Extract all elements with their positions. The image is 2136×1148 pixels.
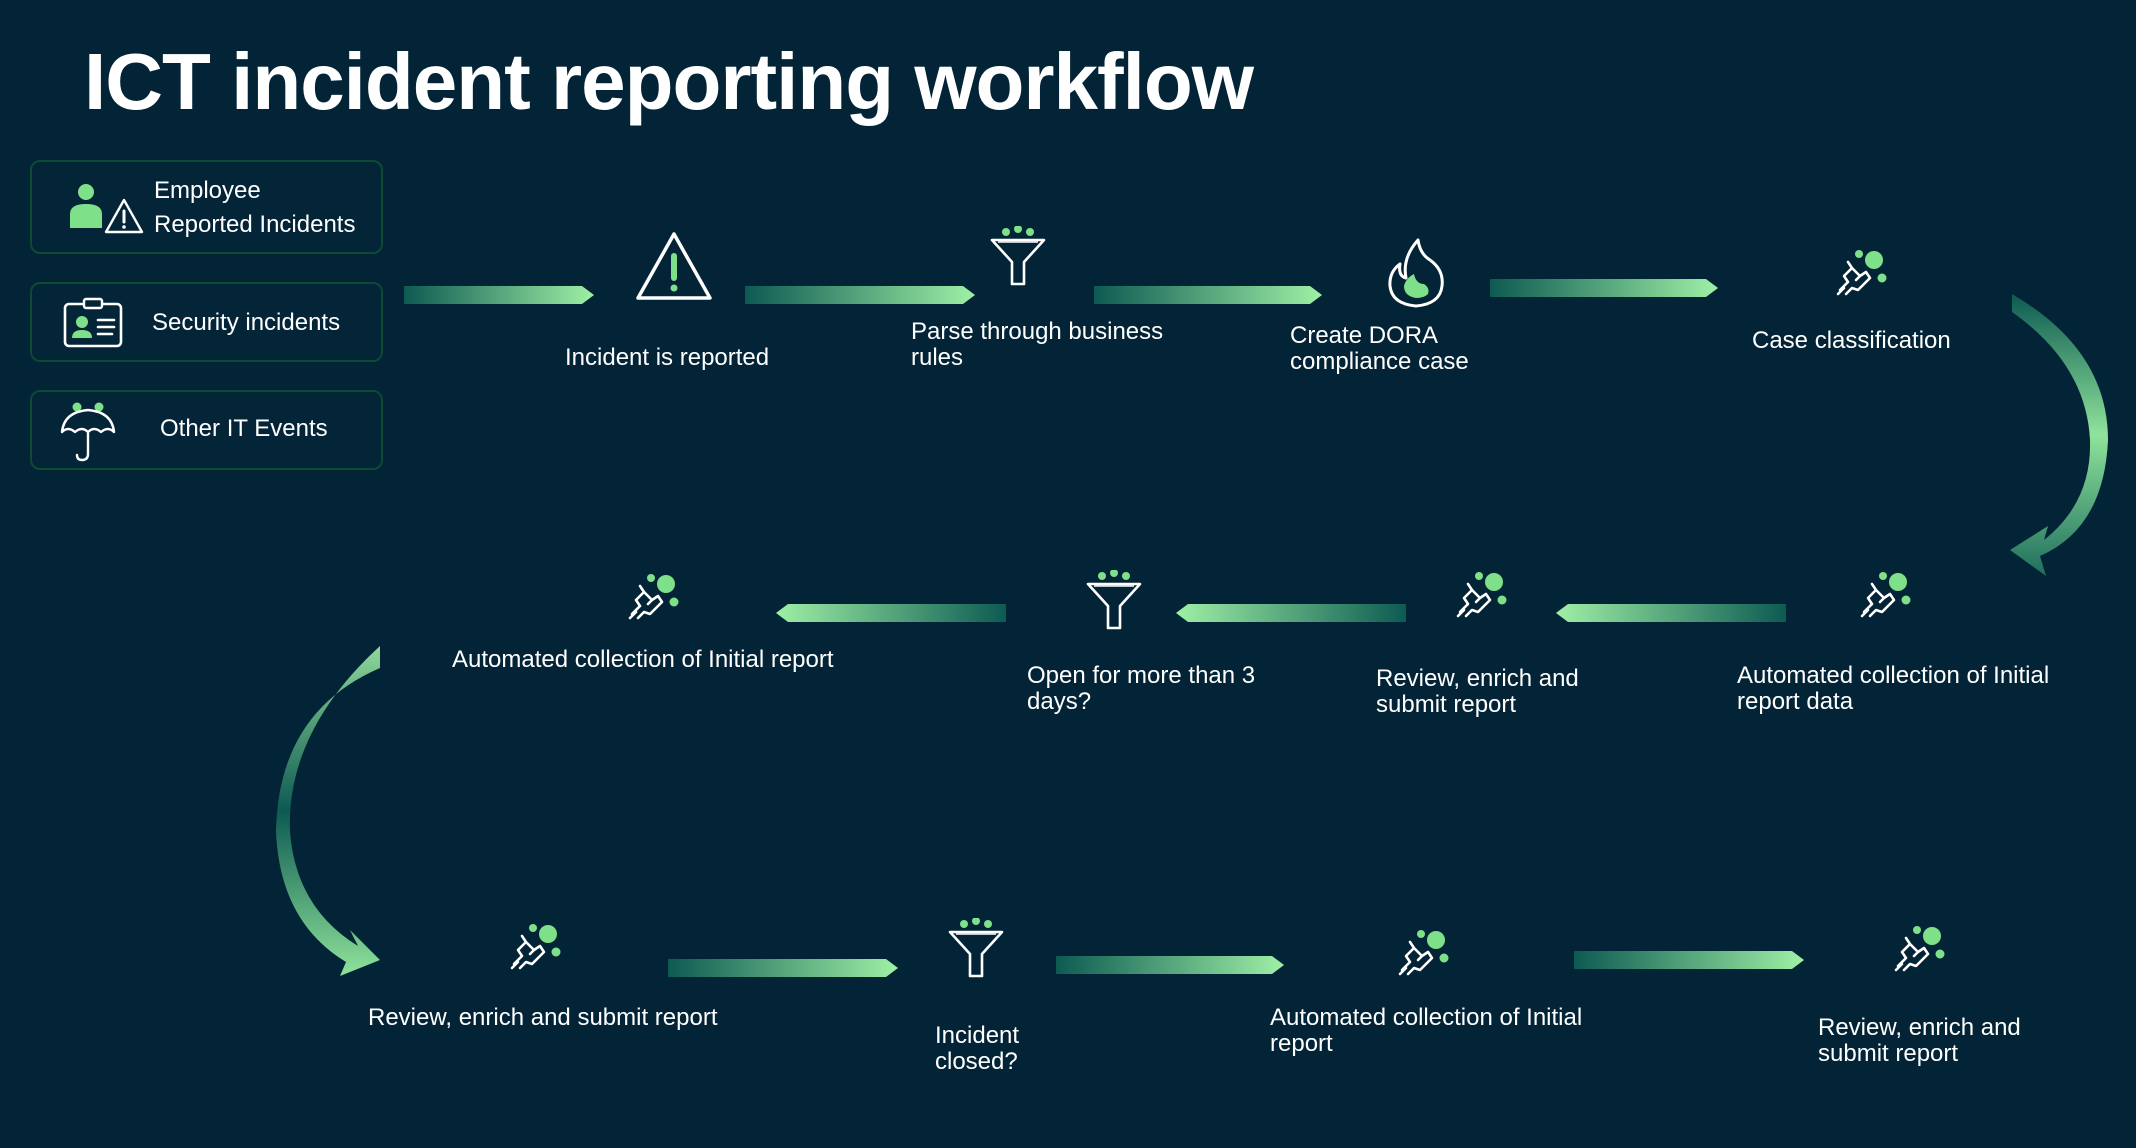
step-auto-collection-data-label-line2: report data bbox=[1737, 688, 1854, 715]
step-auto-collection-data-label-line1: Automated collection of Initial bbox=[1737, 662, 2050, 689]
flow-arrow-review-to-closed bbox=[668, 959, 898, 977]
person-warning-icon bbox=[70, 184, 144, 234]
curve-arrow-right bbox=[2010, 294, 2108, 576]
flame-icon bbox=[1388, 238, 1444, 308]
robot-hand-icon bbox=[1456, 570, 1508, 618]
step-auto-collection-initial-label: Automated collection of Initial report bbox=[452, 646, 834, 673]
robot-hand-icon bbox=[1860, 570, 1912, 618]
robot-hand-icon bbox=[628, 572, 680, 620]
step-dora-label-line1: Create DORA bbox=[1290, 322, 1439, 349]
step-open-3days-label-line1: Open for more than 3 bbox=[1027, 662, 1256, 689]
flow-arrow-parse-to-dora bbox=[1094, 286, 1322, 304]
robot-hand-icon bbox=[1836, 248, 1888, 296]
flow-arrow-review-to-open bbox=[1176, 604, 1406, 622]
flow-arrow-dora-to-classification bbox=[1490, 279, 1718, 297]
step-open-3days-label-line2: days? bbox=[1027, 688, 1092, 715]
source-other-label: Other IT Events bbox=[160, 415, 328, 442]
source-security-incidents[interactable]: Security incidents bbox=[30, 282, 383, 362]
source-employee-reported[interactable]: Employee Reported Incidents bbox=[30, 160, 383, 254]
flow-arrow-sources-to-reported bbox=[404, 286, 594, 304]
id-card-icon bbox=[63, 297, 123, 348]
step-auto-collection-report-label-line2: report bbox=[1270, 1030, 1333, 1057]
flow-arrow-open-to-auto bbox=[776, 604, 1006, 622]
step-incident-reported-label: Incident is reported bbox=[565, 344, 770, 371]
step-final-review-label-line2: submit report bbox=[1818, 1040, 1959, 1067]
funnel-icon bbox=[990, 226, 1046, 286]
robot-hand-icon bbox=[1894, 924, 1946, 972]
step-review-submit-label: Review, enrich and submit report bbox=[368, 1004, 718, 1031]
step-parse-label-line1: Parse through business bbox=[911, 318, 1164, 345]
step-review-label-line2: submit report bbox=[1376, 691, 1517, 718]
step-case-classification-label: Case classification bbox=[1752, 327, 1951, 354]
flow-arrow-closed-to-auto bbox=[1056, 956, 1284, 974]
step-auto-collection-report-label-line1: Automated collection of Initial bbox=[1270, 1004, 1583, 1031]
step-dora-label-line2: compliance case bbox=[1290, 348, 1469, 375]
source-employee-label-line2: Reported Incidents bbox=[154, 211, 356, 238]
flow-arrow-auto-to-review bbox=[1556, 604, 1786, 622]
step-final-review-label-line1: Review, enrich and bbox=[1818, 1014, 2021, 1041]
step-incident-closed-label-line2: closed? bbox=[935, 1048, 1018, 1075]
robot-hand-icon bbox=[510, 922, 562, 970]
flow-arrow-reported-to-parse bbox=[745, 286, 975, 304]
step-incident-closed-label-line1: Incident bbox=[935, 1022, 1020, 1049]
robot-hand-icon bbox=[1398, 928, 1450, 976]
umbrella-icon bbox=[60, 402, 116, 462]
funnel-icon bbox=[948, 918, 1004, 978]
funnel-icon bbox=[1086, 570, 1142, 630]
source-other-it-events[interactable]: Other IT Events bbox=[30, 390, 383, 470]
source-security-label: Security incidents bbox=[152, 309, 341, 336]
page-title: ICT incident reporting workflow bbox=[84, 37, 1254, 126]
warning-triangle-icon bbox=[636, 232, 712, 300]
step-review-label-line1: Review, enrich and bbox=[1376, 665, 1579, 692]
curve-arrow-left bbox=[276, 646, 380, 976]
step-parse-label-line2: rules bbox=[911, 344, 964, 371]
source-employee-label-line1: Employee bbox=[154, 177, 261, 204]
flow-arrow-auto-to-review-final bbox=[1574, 951, 1804, 969]
